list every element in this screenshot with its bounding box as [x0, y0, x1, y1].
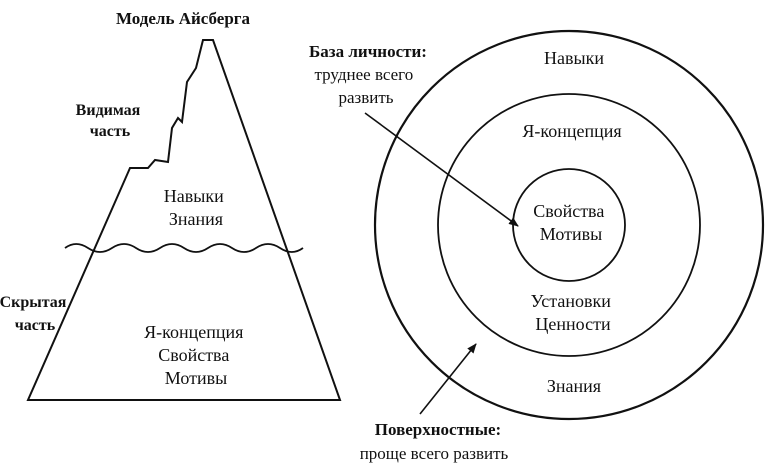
surface-annotation: Поверхностные: проще всего развить [360, 343, 509, 463]
iceberg-title: Модель Айсберга [116, 9, 251, 28]
surface-annotation-text: проще всего развить [360, 444, 509, 463]
surface-annotation-title: Поверхностные: [375, 420, 501, 439]
core-annotation: База личности: труднее всего развить [309, 42, 519, 227]
iceberg-model: Модель Айсберга Видимая часть Скрытая ча… [0, 9, 342, 401]
core-annotation-title: База личности: [309, 42, 427, 61]
core-annotation-text: труднее всего развить [315, 65, 418, 107]
outer-ring-top-label: Навыки [544, 48, 604, 68]
middle-ring-top-label: Я-концепция [522, 121, 621, 141]
outer-ring-bottom-label: Знания [547, 376, 601, 396]
concentric-model: Навыки Я-концепция Свойства Мотивы Устан… [373, 29, 765, 421]
middle-circle [437, 93, 701, 357]
middle-ring-bottom-label: Установки Ценности [531, 291, 616, 334]
above-water-traits: Навыки Знания [164, 186, 228, 229]
surface-arrow [419, 343, 477, 415]
waterline [64, 243, 304, 253]
iceberg-shape [26, 39, 342, 401]
visible-part-label: Видимая часть [76, 102, 145, 140]
outer-circle [373, 29, 765, 421]
hidden-part-label: Скрытая часть [0, 294, 70, 334]
core-arrow [364, 112, 519, 227]
below-water-traits: Я-концепция Свойства Мотивы [144, 322, 248, 388]
core-label: Свойства Мотивы [533, 201, 609, 244]
